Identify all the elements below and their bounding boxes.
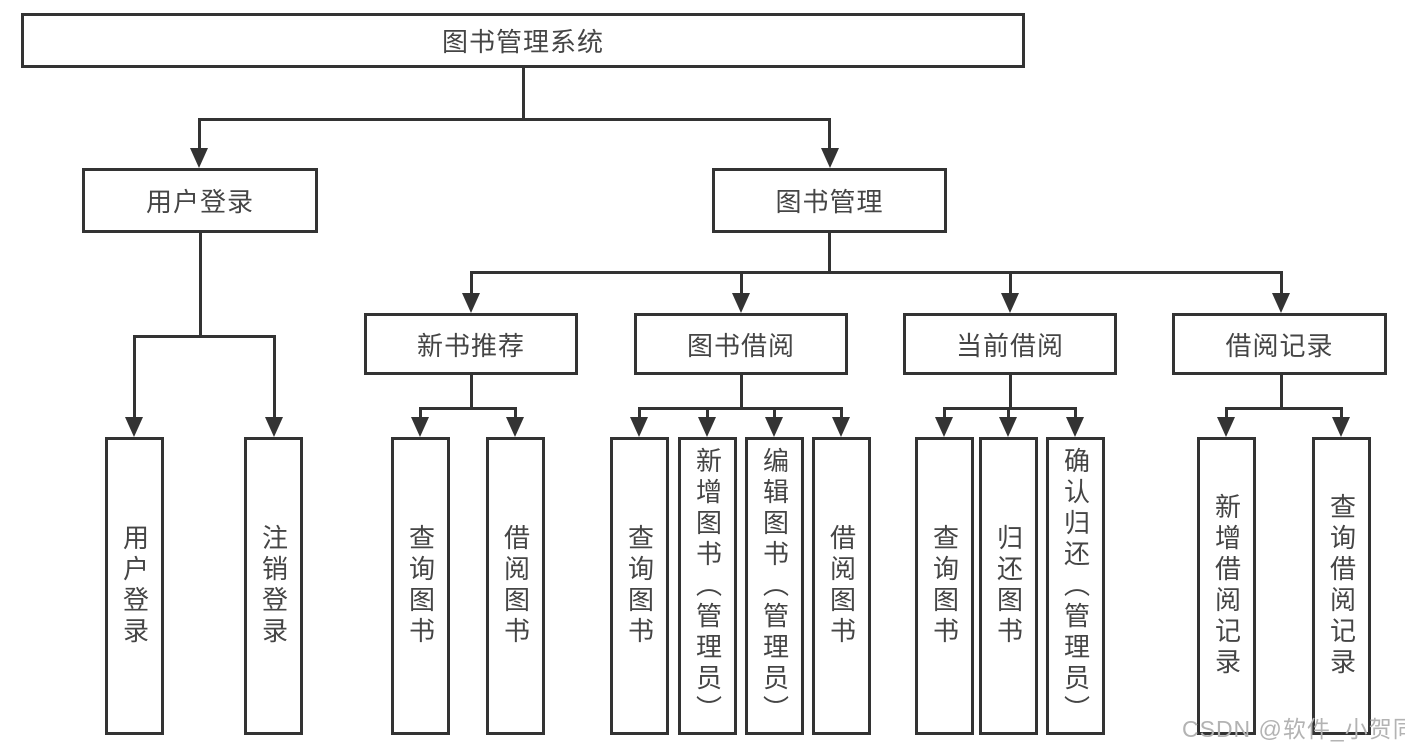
connector-line: [839, 407, 843, 421]
connector-arrow: [1066, 417, 1084, 437]
connector-line: [739, 375, 743, 407]
connector-arrow: [1272, 293, 1290, 313]
leaf-return-book: 归还图书: [979, 437, 1038, 735]
connector-line: [1279, 375, 1283, 407]
node-label: 新增借阅记录: [1211, 493, 1242, 679]
connector-line: [942, 407, 946, 421]
csdn-watermark: CSDN @软件_小贺同学: [1182, 716, 1405, 742]
connector-arrow: [265, 417, 283, 437]
leaf-logout: 注销登录: [244, 437, 303, 735]
connector-line: [1224, 407, 1343, 410]
connector-arrow: [125, 417, 143, 437]
leaf-query-book-borrow: 查询图书: [610, 437, 669, 735]
node-label: 编辑图书（管理员）: [759, 446, 790, 726]
node-book-management: 图书管理: [712, 168, 947, 233]
leaf-edit-book-admin: 编辑图书（管理员）: [745, 437, 804, 735]
connector-arrow: [1217, 417, 1235, 437]
connector-line: [739, 271, 743, 297]
connector-line: [1008, 375, 1012, 407]
connector-line: [827, 233, 831, 274]
node-label: 查询图书: [405, 524, 436, 648]
leaf-query-borrow-record: 查询借阅记录: [1312, 437, 1371, 735]
node-new-book-recommend: 新书推荐: [364, 313, 578, 375]
leaf-query-book-current: 查询图书: [915, 437, 974, 735]
node-label: 查询借阅记录: [1326, 493, 1357, 679]
node-label: 新增图书（管理员）: [692, 446, 723, 726]
connector-line: [772, 407, 776, 421]
node-label: 用户登录: [145, 187, 254, 217]
node-book-borrow: 图书借阅: [634, 313, 848, 375]
connector-line: [1008, 271, 1012, 297]
connector-arrow: [462, 293, 480, 313]
node-label: 确认归还（管理员）: [1060, 446, 1091, 726]
connector-arrow: [820, 148, 839, 168]
node-label: 借阅图书: [500, 524, 531, 648]
connector-line: [513, 407, 517, 421]
connector-arrow: [765, 417, 783, 437]
connector-line: [942, 407, 1077, 410]
leaf-borrow-book: 借阅图书: [812, 437, 871, 735]
node-label: 图书管理系统: [441, 27, 604, 57]
connector-line: [132, 335, 276, 338]
connector-line: [637, 407, 843, 410]
connector-line: [1339, 407, 1343, 421]
node-label: 图书管理: [775, 187, 884, 217]
connector-line: [1279, 271, 1283, 297]
connector-arrow: [411, 417, 429, 437]
connector-line: [469, 375, 473, 407]
node-label: 新书推荐: [416, 330, 525, 361]
node-label: 借阅图书: [826, 524, 857, 648]
node-label: 当前借阅: [955, 330, 1064, 361]
node-label: 注销登录: [258, 524, 289, 648]
node-borrow-records: 借阅记录: [1172, 313, 1387, 375]
connector-arrow: [732, 293, 750, 313]
node-label: 归还图书: [993, 524, 1024, 648]
node-label: 查询图书: [929, 524, 960, 648]
connector-line: [521, 68, 525, 119]
connector-arrow: [999, 417, 1017, 437]
connector-arrow: [630, 417, 648, 437]
connector-line: [418, 407, 517, 410]
connector-arrow: [190, 148, 208, 168]
connector-line: [705, 407, 709, 421]
leaf-user-login: 用户登录: [105, 437, 164, 735]
connector-line: [828, 118, 831, 152]
connector-line: [637, 407, 641, 421]
connector-line: [272, 335, 276, 421]
node-current-borrow: 当前借阅: [903, 313, 1117, 375]
connector-line: [1006, 407, 1010, 421]
leaf-confirm-return-admin: 确认归还（管理员）: [1046, 437, 1105, 735]
node-label: 查询图书: [624, 524, 655, 648]
leaf-query-book-recommend: 查询图书: [391, 437, 450, 735]
connector-arrow: [1001, 293, 1019, 313]
connector-line: [469, 271, 1283, 274]
connector-line: [1224, 407, 1228, 421]
leaf-add-book-admin: 新增图书（管理员）: [678, 437, 737, 735]
node-user-login: 用户登录: [82, 168, 318, 233]
node-label: 用户登录: [119, 524, 150, 648]
node-root: 图书管理系统: [21, 13, 1025, 68]
node-label: 借阅记录: [1225, 330, 1334, 361]
connector-line: [197, 118, 831, 121]
connector-line: [469, 271, 473, 297]
connector-line: [418, 407, 422, 421]
node-label: 图书借阅: [686, 330, 795, 361]
connector-line: [198, 233, 202, 335]
connector-arrow: [935, 417, 953, 437]
connector-arrow: [832, 417, 850, 437]
connector-line: [132, 335, 136, 421]
connector-line: [1073, 407, 1077, 421]
leaf-borrow-book-recommend: 借阅图书: [486, 437, 545, 735]
connector-line: [197, 118, 201, 152]
connector-arrow: [1332, 417, 1350, 437]
connector-arrow: [698, 417, 716, 437]
leaf-add-borrow-record: 新增借阅记录: [1197, 437, 1256, 735]
connector-arrow: [506, 417, 524, 437]
